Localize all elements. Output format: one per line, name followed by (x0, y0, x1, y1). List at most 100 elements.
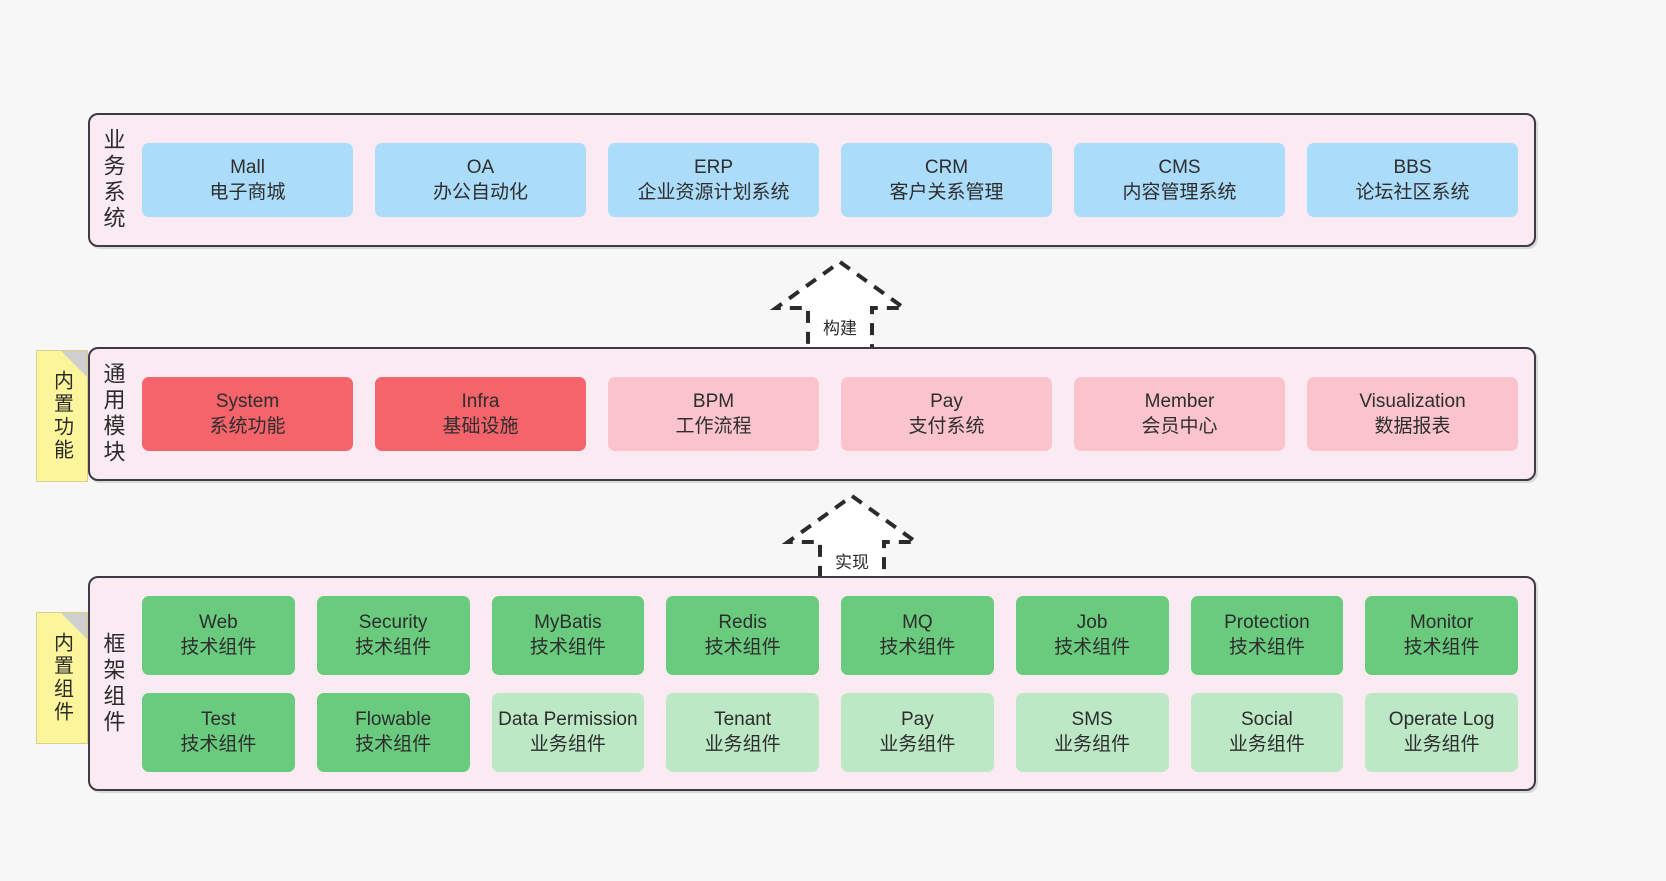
node-name: Pay (901, 708, 934, 730)
node-subtitle: 业务组件 (704, 734, 781, 755)
node-subtitle: 业务组件 (529, 734, 606, 755)
node-security[interactable]: Security 技术组件 (316, 595, 470, 675)
note-builtin-component: 内置组件 (36, 612, 88, 744)
node-redis[interactable]: Redis 技术组件 (666, 595, 819, 675)
layer-framework-components[interactable]: 框架组件 Web 技术组件 Security 技术组件 MyBatis 技术组件… (88, 576, 1536, 791)
node-mybatis[interactable]: MyBatis 技术组件 (491, 595, 645, 675)
node-name: Data Permission (498, 708, 638, 730)
node-name: CRM (924, 156, 969, 178)
node-monitor[interactable]: Monitor 技术组件 (1365, 595, 1518, 675)
node-subtitle: 数据报表 (1374, 416, 1451, 437)
node-name: Protection (1224, 611, 1310, 633)
node-name: Redis (718, 611, 767, 633)
node-subtitle: 技术组件 (704, 637, 781, 658)
node-system[interactable]: System 系统功能 (142, 377, 353, 451)
connector-implement-label: 实现 (835, 553, 869, 572)
node-name: Social (1241, 708, 1293, 730)
node-subtitle: 业务组件 (1403, 734, 1480, 755)
node-name: OA (466, 156, 495, 178)
node-name: ERP (693, 156, 734, 178)
node-name: CMS (1158, 156, 1201, 178)
note-label: 内置组件 (50, 632, 73, 724)
node-pay[interactable]: Pay 支付系统 (841, 377, 1052, 451)
node-subtitle: 技术组件 (1228, 637, 1305, 658)
node-erp[interactable]: ERP 企业资源计划系统 (608, 143, 819, 217)
node-subtitle: 电子商城 (209, 182, 286, 203)
node-job[interactable]: Job 技术组件 (1015, 595, 1169, 675)
node-crm[interactable]: CRM 客户关系管理 (841, 143, 1052, 217)
node-mq[interactable]: MQ 技术组件 (841, 595, 994, 675)
node-subtitle: 论坛社区系统 (1355, 182, 1470, 203)
node-flowable[interactable]: Flowable 技术组件 (316, 692, 470, 772)
layer-title-common-modules: 通用模块 (100, 362, 126, 466)
node-bpm[interactable]: BPM 工作流程 (608, 377, 819, 451)
node-tenant[interactable]: Tenant 业务组件 (666, 692, 819, 772)
node-sms[interactable]: SMS 业务组件 (1015, 692, 1169, 772)
layer-title-business-systems: 业务系统 (100, 128, 126, 232)
node-name: Tenant (714, 708, 772, 730)
layer-body-business-systems: Mall 电子商城 OA 办公自动化 ERP 企业资源计划系统 CRM 客户关系… (136, 115, 1534, 245)
node-infra[interactable]: Infra 基础设施 (375, 377, 586, 451)
node-subtitle: 工作流程 (675, 416, 752, 437)
node-pay-business[interactable]: Pay 业务组件 (841, 692, 994, 772)
layer-common-modules[interactable]: 通用模块 System 系统功能 Infra 基础设施 BPM 工作流程 Pay… (88, 347, 1536, 481)
node-member[interactable]: Member 会员中心 (1074, 377, 1285, 451)
node-subtitle: 支付系统 (908, 416, 985, 437)
node-subtitle: 办公自动化 (432, 182, 528, 203)
node-subtitle: 客户关系管理 (889, 182, 1004, 203)
node-name: Operate Log (1388, 708, 1495, 730)
node-name: Security (358, 611, 428, 633)
node-name: MQ (902, 611, 933, 633)
layer-title-framework-components: 框架组件 (100, 631, 126, 736)
node-row: System 系统功能 Infra 基础设施 BPM 工作流程 Pay 支付系统… (142, 377, 1518, 451)
node-social[interactable]: Social 业务组件 (1190, 692, 1344, 772)
connector-implement: 实现 (772, 492, 932, 592)
node-row: Web 技术组件 Security 技术组件 MyBatis 技术组件 Redi… (142, 595, 1518, 675)
node-mall[interactable]: Mall 电子商城 (142, 143, 353, 217)
node-name: Infra (461, 390, 500, 412)
node-row: Test 技术组件 Flowable 技术组件 Data Permission … (142, 692, 1518, 772)
node-subtitle: 技术组件 (180, 637, 257, 658)
node-row: Mall 电子商城 OA 办公自动化 ERP 企业资源计划系统 CRM 客户关系… (142, 143, 1518, 217)
layer-body-common-modules: System 系统功能 Infra 基础设施 BPM 工作流程 Pay 支付系统… (136, 349, 1534, 479)
node-web[interactable]: Web 技术组件 (142, 595, 295, 675)
note-builtin-function: 内置功能 (36, 350, 88, 482)
connector-build: 构建 (760, 258, 920, 358)
node-subtitle: 企业资源计划系统 (637, 182, 790, 203)
node-name: Job (1076, 611, 1108, 633)
node-subtitle: 技术组件 (180, 734, 257, 755)
node-visualization[interactable]: Visualization 数据报表 (1307, 377, 1518, 451)
layer-business-systems[interactable]: 业务系统 Mall 电子商城 OA 办公自动化 ERP 企业资源计划系统 CRM… (88, 113, 1536, 247)
hollow-arrow-up-icon (781, 493, 923, 590)
node-test[interactable]: Test 技术组件 (142, 692, 295, 772)
layer-body-framework-components: Web 技术组件 Security 技术组件 MyBatis 技术组件 Redi… (136, 578, 1534, 789)
note-label: 内置功能 (50, 370, 73, 462)
node-name: BPM (692, 390, 735, 412)
node-subtitle: 业务组件 (1228, 734, 1305, 755)
node-subtitle: 技术组件 (879, 637, 956, 658)
node-cms[interactable]: CMS 内容管理系统 (1074, 143, 1285, 217)
node-subtitle: 技术组件 (355, 637, 432, 658)
node-operate-log[interactable]: Operate Log 业务组件 (1365, 692, 1518, 772)
node-name: Pay (930, 390, 963, 412)
node-protection[interactable]: Protection 技术组件 (1190, 595, 1344, 675)
node-name: Flowable (355, 708, 432, 730)
node-name: Web (199, 611, 238, 633)
node-name: System (215, 390, 280, 412)
node-name: SMS (1071, 708, 1113, 730)
node-name: Monitor (1409, 611, 1474, 633)
node-name: Member (1144, 390, 1215, 412)
node-name: MyBatis (534, 611, 602, 633)
node-subtitle: 技术组件 (355, 734, 432, 755)
node-subtitle: 基础设施 (442, 416, 519, 437)
node-oa[interactable]: OA 办公自动化 (375, 143, 586, 217)
node-data-permission[interactable]: Data Permission 业务组件 (491, 692, 645, 772)
connector-build-label: 构建 (823, 319, 857, 338)
node-subtitle: 会员中心 (1141, 416, 1218, 437)
node-name: Test (200, 708, 236, 730)
hollow-arrow-up-icon (769, 259, 911, 356)
node-subtitle: 内容管理系统 (1122, 182, 1237, 203)
node-bbs[interactable]: BBS 论坛社区系统 (1307, 143, 1518, 217)
node-name: Mall (230, 156, 265, 178)
